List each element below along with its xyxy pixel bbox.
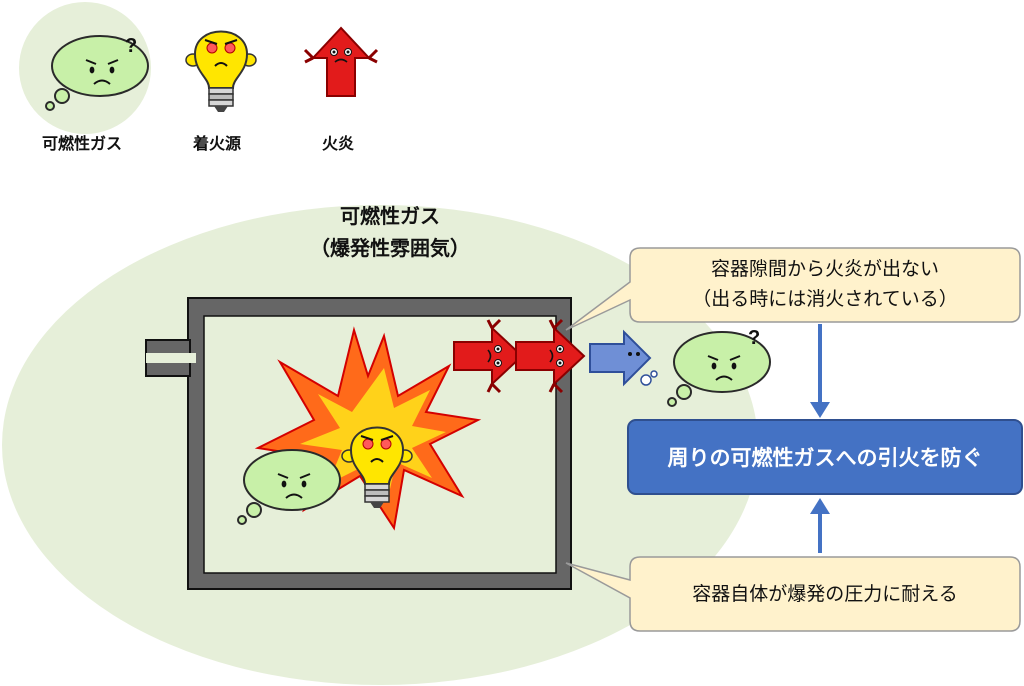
gap-callout-line1: 容器隙間から火炎が出ない: [710, 258, 939, 280]
legend-ignition-label: 着火源: [193, 134, 242, 153]
result-text: 周りの可燃性ガスへの引火を防ぐ: [667, 446, 983, 470]
up-arrow-icon: [810, 498, 830, 514]
zone-title: 可燃性ガス: [340, 204, 440, 228]
bulb-icon: [185, 30, 257, 113]
pressure-callout-bubble: [565, 556, 1021, 632]
result-box-bg: [627, 419, 1023, 495]
outside-question-icon: ?: [748, 327, 760, 349]
pressure-callout-text: 容器自体が爆発の圧力に耐える: [692, 583, 958, 605]
zone-subtitle: （爆発性雰囲気）: [310, 236, 470, 260]
legend-gas-label: 可燃性ガス: [42, 134, 123, 153]
question-mark-icon: ?: [125, 35, 137, 57]
extinguished-flame-icon: [589, 329, 658, 387]
result-box: 周りの可燃性ガスへの引火を防ぐ: [628, 420, 1022, 494]
flame-arrow-icon: [303, 26, 379, 98]
legend-flame-label: 火炎: [322, 134, 355, 153]
gap-callout-bubble: [565, 247, 1021, 331]
down-arrow-icon: [810, 402, 830, 418]
gap-callout-line2: （出る時には消火されている）: [692, 288, 958, 310]
